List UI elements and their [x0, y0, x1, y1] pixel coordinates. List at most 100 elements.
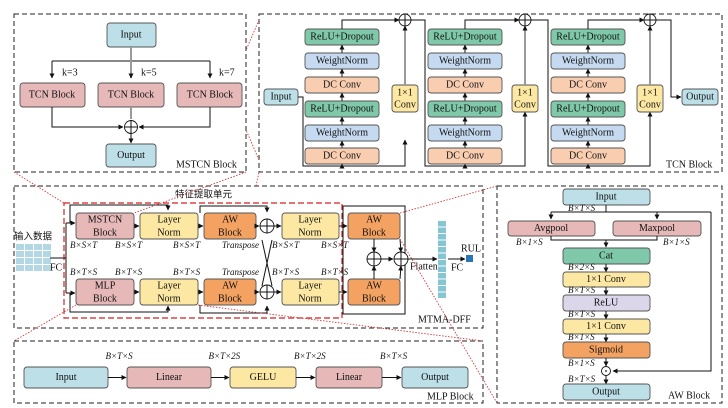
dim-label: B×T×S [321, 267, 349, 277]
flatten-label: Flatten [410, 261, 438, 272]
mlp-border [13, 340, 484, 404]
feature-unit-label: 特征提取单元 [175, 189, 233, 201]
aw-dim-maxpool: B×1×S [663, 237, 690, 247]
tcn-relu-dropout-label: ReLU+Dropout [433, 31, 497, 42]
mlp-dim-label: B×T×2S [294, 351, 326, 361]
tcn-1x1-conv-label: Conv [514, 99, 536, 110]
mstcn-title: MSTCN Block [176, 159, 237, 170]
tcn-border [258, 13, 723, 173]
tcn-weightnorm-label: WeightNorm [316, 127, 368, 138]
input-grid-cell [16, 244, 24, 250]
dim-label: B×S×T [115, 240, 143, 250]
aw-dim-sigmoid: B×1×S [568, 358, 595, 368]
input-grid-cell [16, 258, 24, 264]
tcn-dc-conv-label: DC Conv [323, 150, 361, 161]
tcn-output-label: Output [686, 91, 714, 102]
mstcn-panel: Input k=3 k=5 k=7 TCN Block TCN Block TC… [13, 13, 247, 173]
input-grid-cell [43, 265, 51, 271]
tcn-1x1-conv-label: Conv [394, 99, 416, 110]
aw-dim-avgpool: B×1×S [516, 237, 543, 247]
mtma-dff-panel: 特征提取单元 输入数据 FC MSTCN Block Layer Norm AW… [13, 185, 484, 329]
tcn-relu-dropout-label: ReLU+Dropout [556, 103, 620, 114]
aw-block-bottom-2-line1: AW [366, 280, 382, 291]
tcn-dc-conv-label: DC Conv [446, 150, 484, 161]
layer-norm-bottom-line2: Norm [157, 293, 181, 304]
mtma-title: MTMA-DFF [418, 314, 471, 325]
sigmoid-label: Sigmoid [589, 344, 623, 355]
tcn-1x1-conv-label: 1×1 [397, 87, 413, 98]
aw-input-label: Input [595, 191, 616, 202]
flatten-cell [438, 221, 446, 227]
aw-output-label: Output [592, 386, 620, 397]
mstcn-k5: k=5 [141, 67, 157, 78]
tcn-weightnorm-label: WeightNorm [439, 127, 491, 138]
mstcn-output-box [105, 143, 157, 168]
mlp-block-line2: Block [93, 293, 117, 304]
transpose-label-top: Transpose [222, 240, 259, 250]
mstcn-k3: k=3 [62, 67, 78, 78]
fc-label: FC [50, 262, 63, 273]
flatten-cell [438, 234, 446, 240]
input-data-grid [16, 244, 51, 271]
mlp-dim-label: B×T×S [106, 351, 134, 361]
dim-label: B×T×S [173, 267, 201, 277]
aw-block-top-1-line2: Block [218, 227, 242, 238]
flatten-cell [438, 247, 446, 253]
mstcn-output-label: Output [117, 150, 145, 161]
input-grid-cell [34, 265, 42, 271]
mlp-node-label: GELU [250, 372, 277, 383]
input-grid-cell [25, 258, 33, 264]
cat-label: Cat [599, 250, 613, 261]
tcn-weightnorm-label: WeightNorm [316, 55, 368, 66]
aw-output-box [562, 383, 651, 401]
tcn-weightnorm-label: WeightNorm [562, 127, 614, 138]
flatten-cell [438, 292, 446, 298]
input-grid-cell [34, 251, 42, 257]
flatten-cell [438, 227, 446, 233]
tcn-dc-conv-label: DC Conv [569, 150, 607, 161]
dim-label: B×S×T [70, 240, 98, 250]
tcn-1x1-conv-label: 1×1 [517, 87, 533, 98]
flatten-cell [438, 286, 446, 292]
tcn-relu-dropout-label: ReLU+Dropout [433, 103, 497, 114]
dim-label: B×T×S [70, 267, 98, 277]
tcn-relu-dropout-label: ReLU+Dropout [310, 103, 374, 114]
zoom-guides [13, 19, 498, 404]
tcn-dc-conv-label: DC Conv [323, 79, 361, 90]
rul-output-square [466, 255, 473, 262]
dim-label: B×S×T [321, 240, 349, 250]
tcn-output-box [681, 88, 719, 106]
feature-unit-border [63, 202, 343, 319]
aw-dim-conv2: B×1×S [568, 332, 595, 342]
dim-label: B×S×T [173, 240, 201, 250]
aw-dim-relu: B×T×S [568, 309, 596, 319]
fc-out-label: FC [451, 262, 464, 273]
flatten-cell [438, 240, 446, 246]
mtma-border [13, 185, 484, 329]
input-grid-cell [25, 244, 33, 250]
input-grid-cell [16, 251, 24, 257]
layer-norm-bottom-2-line1: Layer [298, 280, 322, 291]
tcn-1x1-conv-label: 1×1 [642, 87, 658, 98]
tcn-dc-conv-box [427, 147, 503, 165]
tcn-relu-dropout-label: ReLU+Dropout [310, 31, 374, 42]
mlp-node-output [401, 366, 469, 389]
aw-dim-in: B×T×S [568, 203, 596, 213]
mstcn-border [13, 13, 247, 173]
aw-title: AW Block [668, 390, 710, 401]
input-grid-cell [43, 244, 51, 250]
input-grid-cell [16, 265, 24, 271]
mstcn-input-label: Input [120, 29, 141, 40]
aw-block-bottom-2-line2: Block [362, 293, 386, 304]
tcn-title: TCN Block [666, 159, 712, 170]
relu-label: ReLU [594, 297, 619, 308]
aw-block-bottom-1-line2: Block [218, 293, 242, 304]
transpose-label-bottom: Transpose [222, 267, 259, 277]
tcn-relu-dropout-label: ReLU+Dropout [556, 31, 620, 42]
aw-panel: Input B×T×S Avgpool Maxpool B×1×S B×1×S … [496, 185, 723, 404]
dim-label: B×S×T [272, 240, 300, 250]
maxpool-label: Maxpool [639, 223, 675, 234]
flatten-cell [438, 266, 446, 272]
mlp-panel: InputB×T×SLinearB×T×2SGELUB×T×2SLinearB×… [13, 340, 484, 404]
aw-block-top-2-line2: Block [362, 227, 386, 238]
